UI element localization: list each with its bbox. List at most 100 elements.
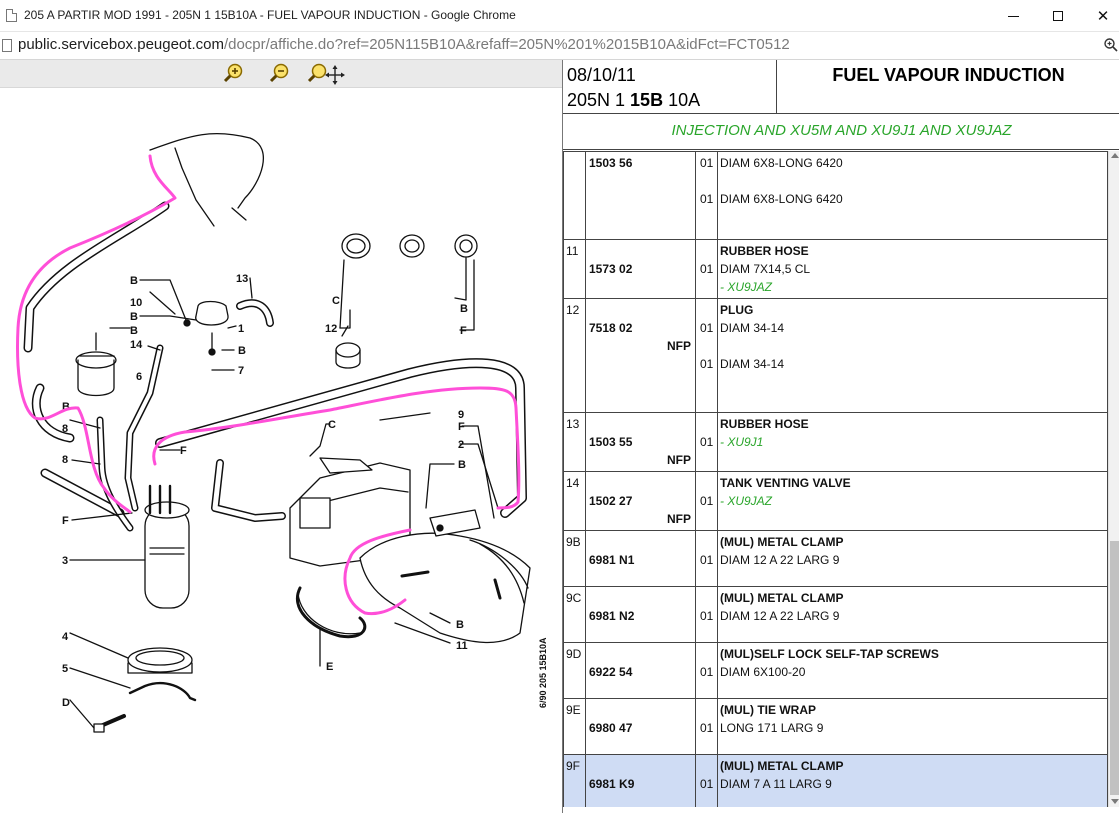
part-name: TANK VENTING VALVE xyxy=(720,476,851,490)
diagram-stamp: 6/90 205 15B10A xyxy=(538,637,548,708)
part-reference-cell[interactable]: 1503 56 xyxy=(585,151,696,240)
minimize-button[interactable] xyxy=(990,0,1036,32)
callout-b: B xyxy=(458,459,466,471)
quantity xyxy=(700,645,715,663)
quantity-cell: 01 xyxy=(695,698,718,755)
address-bar[interactable]: public.servicebox.peugeot.com/docpr/affi… xyxy=(0,32,1119,60)
part-reference[interactable]: 6981 N1 xyxy=(589,553,635,567)
zoom-out-button[interactable] xyxy=(268,62,292,86)
callout-b: B xyxy=(130,325,138,337)
part-reference[interactable]: 1503 55 xyxy=(589,435,633,449)
part-spec: - XU9J1 xyxy=(720,435,764,449)
maximize-button[interactable] xyxy=(1035,0,1081,32)
quantity xyxy=(700,415,715,433)
quantity: 01 xyxy=(700,262,714,276)
part-reference-cell[interactable]: 6981 N2 xyxy=(585,586,696,643)
quantity xyxy=(700,301,715,319)
item-number: 14 xyxy=(563,471,586,531)
callout-12: 12 xyxy=(325,323,337,335)
part-reference[interactable]: 6980 47 xyxy=(589,721,633,735)
scroll-thumb[interactable] xyxy=(1110,541,1119,795)
part-reference-cell[interactable]: 6981 K9 xyxy=(585,754,696,807)
parts-pane: 08/10/11 205N 1 15B 10A FUEL VAPOUR INDU… xyxy=(562,60,1119,813)
part-reference[interactable]: 1502 27 xyxy=(589,494,633,508)
url-text[interactable]: public.servicebox.peugeot.com/docpr/affi… xyxy=(18,36,790,53)
diagram-toolbar xyxy=(0,60,562,88)
part-reference-cell[interactable]: 6980 47 xyxy=(585,698,696,755)
callout-e: E xyxy=(326,661,333,673)
quantity-cell: 01 xyxy=(695,754,718,807)
part-spec: DIAM 7 A 11 LARG 9 xyxy=(720,777,832,791)
callout-3: 3 xyxy=(62,555,68,567)
part-reference[interactable]: 1503 56 xyxy=(589,156,633,170)
part-reference[interactable]: 6981 N2 xyxy=(589,609,635,623)
doc-date: 08/10/11 xyxy=(567,65,636,85)
item-number xyxy=(563,151,586,240)
part-name: (MUL) METAL CLAMP xyxy=(720,535,844,549)
part-reference[interactable]: 7518 02 xyxy=(589,321,633,335)
quantity xyxy=(700,337,715,355)
callout-11: 11 xyxy=(456,640,468,652)
browser-zoom-icon[interactable] xyxy=(1103,37,1119,53)
pan-zoom-button[interactable] xyxy=(306,62,346,86)
part-spec: DIAM 6X8-LONG 6420 xyxy=(720,156,843,170)
callout-c-top: C xyxy=(332,295,340,307)
zoom-in-button[interactable] xyxy=(222,62,246,86)
callout-13: 13 xyxy=(236,273,248,285)
quantity xyxy=(700,533,715,551)
callout-b: B xyxy=(130,275,138,287)
callout-b: B xyxy=(62,401,70,413)
part-spec: DIAM 7X14,5 CL xyxy=(720,262,811,276)
part-spec: - XU9JAZ xyxy=(720,280,773,294)
part-spec: DIAM 34-14 xyxy=(720,357,785,371)
quantity: 01 xyxy=(700,357,714,371)
zoom-out-icon xyxy=(269,63,289,83)
part-spec xyxy=(720,337,1105,355)
scroll-up-icon[interactable] xyxy=(1111,153,1119,158)
part-spec: DIAM 34-14 xyxy=(720,321,785,335)
item-number: 9D xyxy=(563,642,586,699)
parts-scrollbar[interactable] xyxy=(1108,151,1119,807)
callout-f: F xyxy=(62,515,69,527)
close-button[interactable]: ✕ xyxy=(1080,0,1119,32)
part-reference[interactable]: 6922 54 xyxy=(589,665,633,679)
part-reference-cell[interactable]: 6922 54 xyxy=(585,642,696,699)
item-number: 13 xyxy=(563,412,586,472)
quantity-cell: 01 xyxy=(695,530,718,587)
quantity-cell: 01 xyxy=(695,471,718,531)
exploded-diagram[interactable]: 13 B B 10 B 14 6 1 B 7 12 C B F 9 C F F … xyxy=(0,88,562,768)
scroll-down-icon[interactable] xyxy=(1111,799,1119,804)
quantity xyxy=(700,242,715,260)
doc-reference: 205N 1 15B 10A xyxy=(567,90,701,110)
part-reference[interactable]: 6981 K9 xyxy=(589,777,635,791)
engine-applicability: INJECTION AND XU5M AND XU9J1 AND XU9JAZ xyxy=(563,116,1119,150)
quantity xyxy=(700,701,715,719)
callout-14: 14 xyxy=(130,339,143,351)
title-bar: 205 A PARTIR MOD 1991 - 205N 1 15B10A - … xyxy=(0,0,1119,32)
part-reference[interactable]: 1573 02 xyxy=(589,262,633,276)
part-spec: DIAM 6X100-20 xyxy=(720,665,806,679)
part-reference-cell[interactable]: 6981 N1 xyxy=(585,530,696,587)
quantity xyxy=(700,278,715,296)
part-reference-cell[interactable]: 1573 02 xyxy=(585,239,696,299)
callout-d: D xyxy=(62,697,70,709)
quantity: 01 xyxy=(700,721,714,735)
